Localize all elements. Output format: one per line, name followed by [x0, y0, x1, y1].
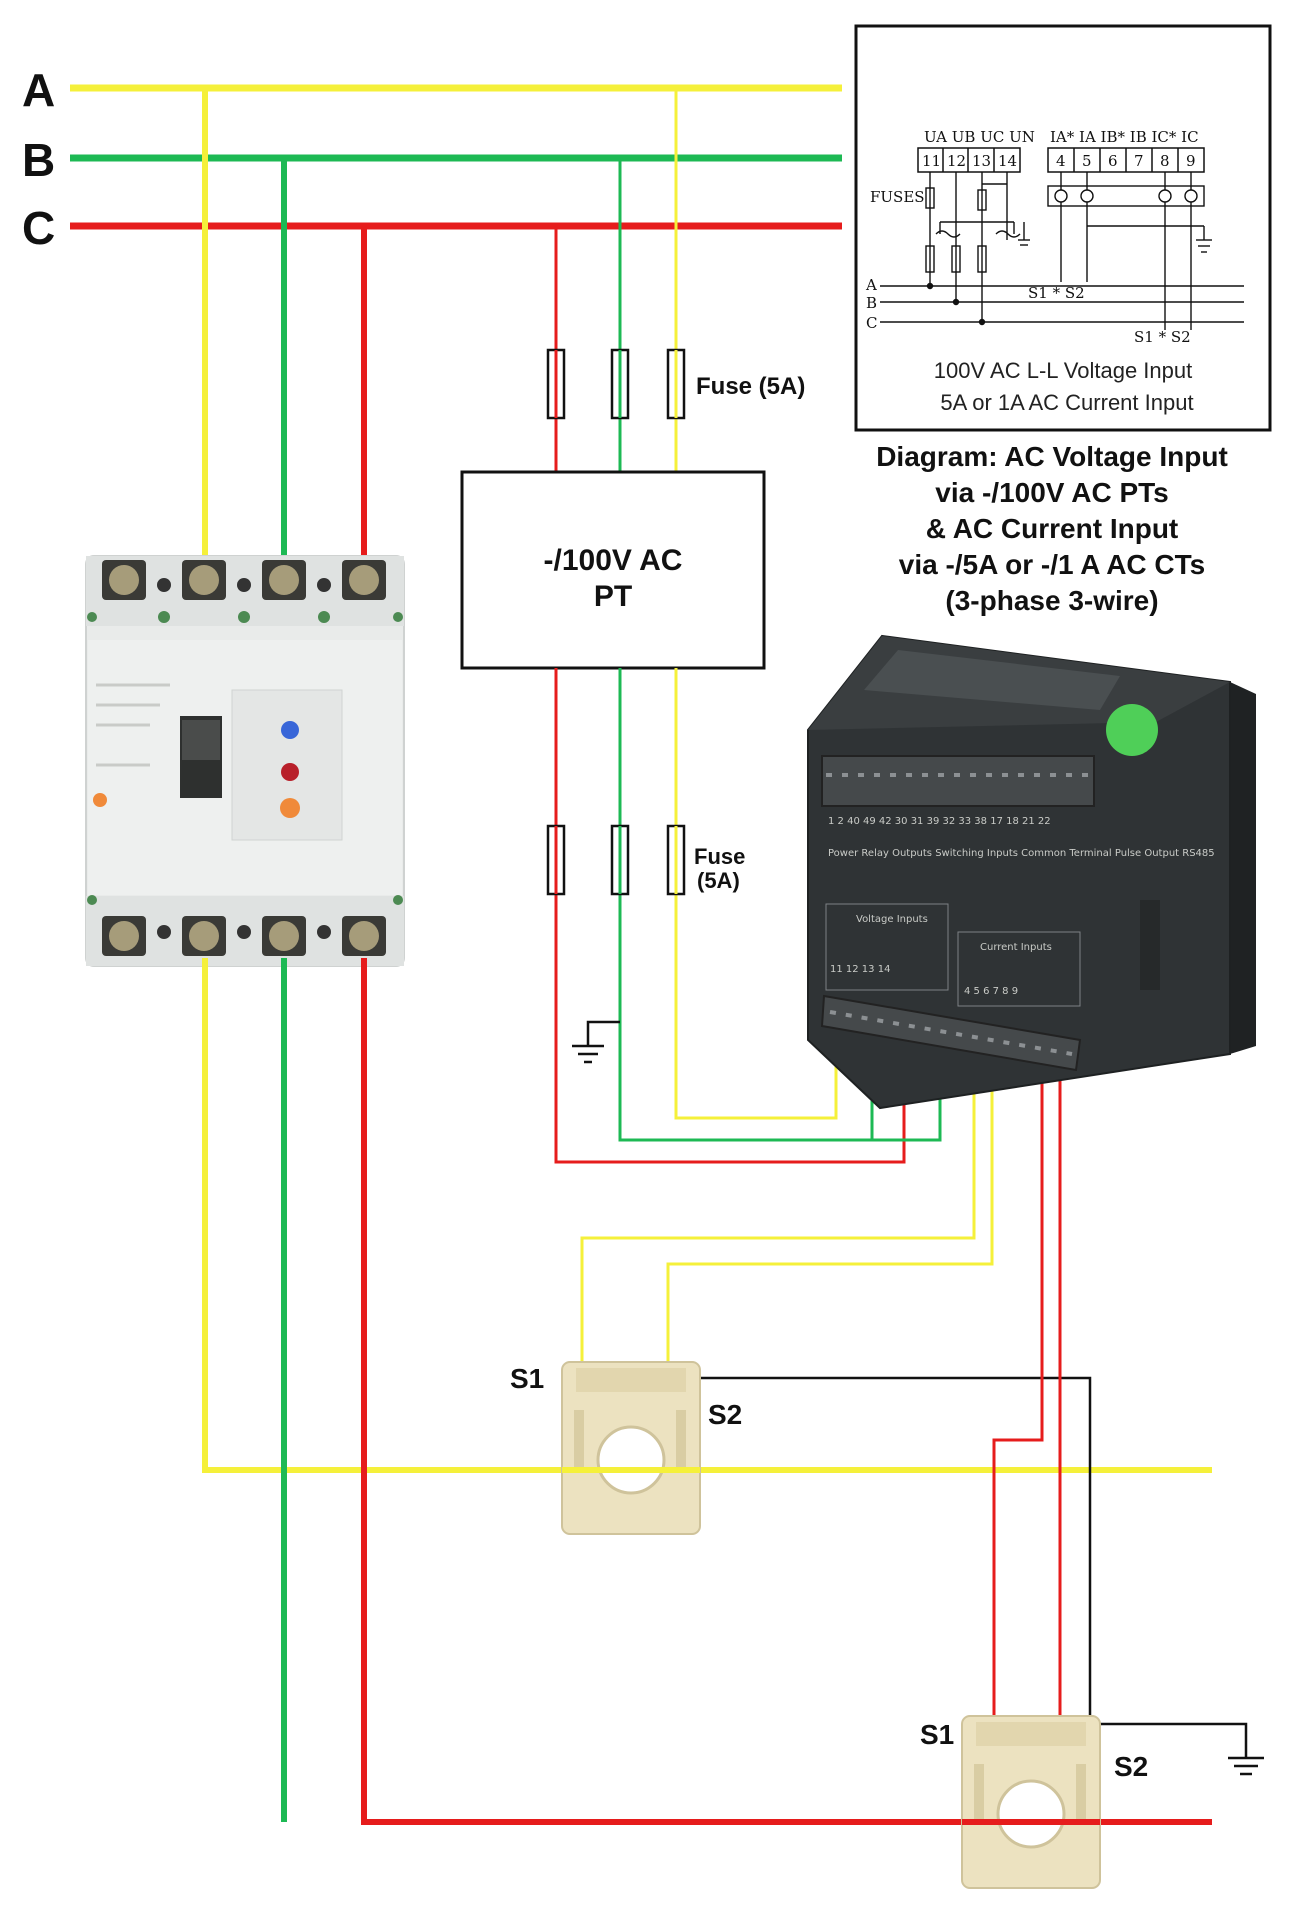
inset-current-terminals: 4 5 6 7 8 9	[1047, 147, 1205, 173]
inset-ct-a-label: S1 * S2	[1028, 284, 1085, 302]
inset-fuses-label: FUSES	[870, 188, 925, 206]
breaker-bottom-terminals	[87, 895, 403, 956]
current-transformer-1: S1 S2	[510, 1361, 742, 1535]
svg-text:11: 11	[922, 152, 941, 170]
fuse-bottom-label-1: Fuse	[694, 844, 745, 869]
inset-current-header: IA* IA IB* IB IC* IC	[1050, 128, 1199, 146]
meter-voltage-numbers: 11 12 13 14	[830, 964, 890, 975]
inset-label-b: B	[866, 294, 877, 312]
diagram-caption: Diagram: AC Voltage Input via -/100V AC …	[876, 441, 1228, 616]
meter-top-row-numbers: 1 2 40 49 42 30 31 39 32 33 38 17 18 21 …	[828, 816, 1051, 827]
svg-text:4: 4	[1056, 152, 1066, 170]
bus-a-label: A	[22, 64, 55, 116]
svg-text:14: 14	[998, 152, 1017, 170]
svg-text:7: 7	[1134, 152, 1144, 170]
fuse-bottom-label-2: (5A)	[697, 868, 740, 893]
inset-caption-line1: 100V AC L-L Voltage Input	[934, 358, 1193, 383]
inset-voltage-wiring	[925, 172, 1030, 322]
breaker-feed-wires	[202, 88, 367, 562]
caption-line5: (3-phase 3-wire)	[945, 585, 1158, 616]
inset-phase-lines	[880, 282, 1244, 326]
inset-frame	[854, 24, 1272, 432]
fuses-top: Fuse (5A)	[546, 348, 805, 420]
svg-text:13: 13	[972, 152, 991, 170]
inset-label-c: C	[866, 314, 877, 332]
circuit-breaker	[85, 555, 405, 967]
ct1-s2-label: S2	[708, 1399, 742, 1430]
pt-label-line1: -/100V AC	[544, 544, 683, 577]
inset-ct-c-label: S1 * S2	[1134, 328, 1191, 346]
inset-wiring-diagram: UA UB UC UN IA* IA IB* IB IC* IC 11 12 1…	[854, 24, 1272, 432]
current-transformer-2: S1 S2	[920, 1715, 1148, 1889]
inset-current-wiring	[1047, 172, 1212, 330]
svg-text:12: 12	[947, 152, 966, 170]
inset-caption-line2: 5A or 1A AC Current Input	[940, 390, 1193, 415]
inset-voltage-header: UA UB UC UN	[924, 128, 1035, 146]
caption-line4: via -/5A or -/1 A AC CTs	[899, 549, 1206, 580]
svg-text:5: 5	[1082, 152, 1092, 170]
svg-text:9: 9	[1186, 152, 1196, 170]
meter-current-block: Current Inputs	[980, 942, 1052, 953]
load-wires	[202, 958, 1212, 1825]
pt-label-line2: PT	[594, 580, 632, 613]
caption-line1: Diagram: AC Voltage Input	[876, 441, 1228, 472]
fuse-top-label: Fuse (5A)	[696, 373, 805, 400]
fuses-bottom: Fuse (5A)	[546, 824, 745, 896]
svg-text:8: 8	[1160, 152, 1170, 170]
breaker-top-terminals	[87, 560, 403, 623]
caption-line3: & AC Current Input	[926, 513, 1179, 544]
meter-row-labels: Power Relay Outputs Switching Inputs Com…	[828, 848, 1215, 859]
inset-voltage-terminals: 11 12 13 14	[917, 147, 1021, 173]
caption-line2: via -/100V AC PTs	[935, 477, 1168, 508]
meter-voltage-block: Voltage Inputs	[856, 914, 928, 925]
pt-ground-icon	[572, 1044, 604, 1064]
bus-b-label: B	[22, 134, 55, 186]
meter-current-numbers: 4 5 6 7 8 9	[964, 986, 1018, 997]
bus-bars: A B C	[22, 64, 842, 254]
svg-text:6: 6	[1108, 152, 1118, 170]
ct-wires	[580, 1052, 1264, 1776]
ct1-s1-label: S1	[510, 1363, 544, 1394]
power-meter: 1 2 40 49 42 30 31 39 32 33 38 17 18 21 …	[807, 634, 1256, 1110]
ct-ground-icon	[1228, 1756, 1264, 1776]
bus-c-label: C	[22, 202, 55, 254]
ct2-s1-label: S1	[920, 1719, 954, 1750]
ct2-s2-label: S2	[1114, 1751, 1148, 1782]
potential-transformer: -/100V AC PT	[460, 470, 766, 670]
inset-label-a: A	[865, 276, 877, 294]
